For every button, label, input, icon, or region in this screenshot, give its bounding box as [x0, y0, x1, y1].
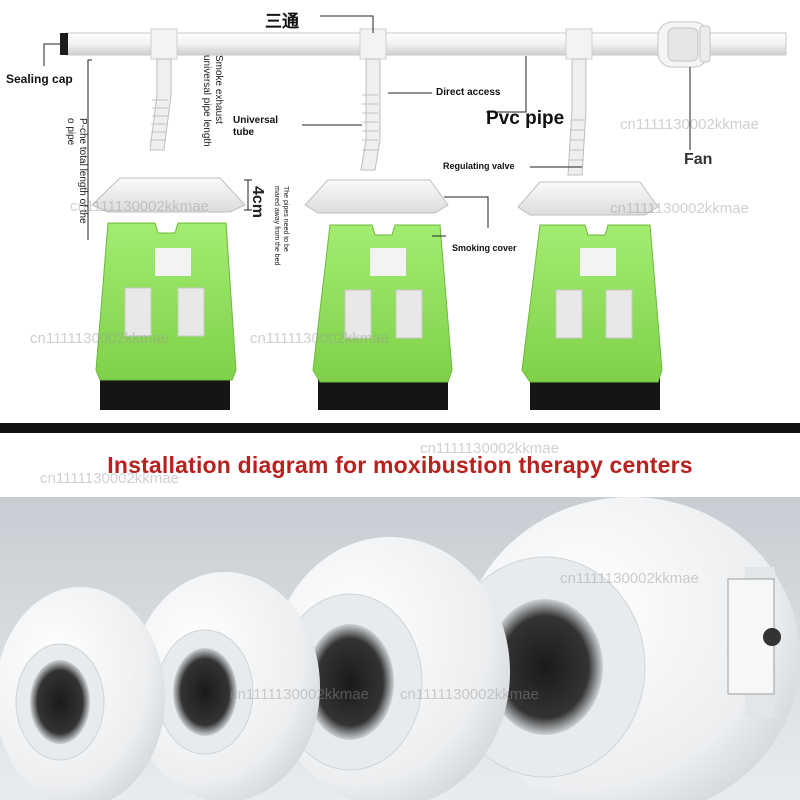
- bed: [95, 222, 237, 410]
- fan-inline: [657, 21, 711, 68]
- section-divider: [0, 423, 800, 433]
- smoking-cover-label: Smoking cover: [452, 243, 517, 253]
- tee-label: 三通: [265, 12, 299, 31]
- inline-fan: [270, 537, 510, 800]
- smoke-exhaust-label: Smoke exhaust universal pipe length: [201, 55, 224, 147]
- inline-fan: [0, 587, 165, 800]
- installation-diagram: [43, 15, 787, 410]
- bed: [312, 224, 453, 410]
- total-length-label: P-che total length of the o pipe: [65, 118, 88, 224]
- sealing-cap-label: Sealing cap: [6, 72, 73, 86]
- direct-access-label: Direct access: [436, 87, 501, 98]
- page-title: Installation diagram for moxibustion the…: [107, 452, 693, 478]
- four-cm-label: 4cm: [249, 186, 266, 219]
- universal-tube: [149, 58, 587, 176]
- pvc-pipe-label: Pvc pipe: [486, 108, 565, 129]
- smoking-cover: [91, 177, 659, 216]
- fan-label: Fan: [684, 151, 713, 168]
- inline-fan: [130, 572, 320, 800]
- universal-tube-label: Universal tube: [233, 115, 279, 138]
- regulating-valve-label: Regulating valve: [443, 161, 515, 171]
- inline-fans-photo: [0, 497, 800, 800]
- bed: [521, 224, 663, 410]
- pipes-note-label: The pipes need to be mared away from the…: [273, 186, 289, 266]
- leader-lines: [43, 15, 691, 240]
- sealing-cap: [60, 33, 68, 55]
